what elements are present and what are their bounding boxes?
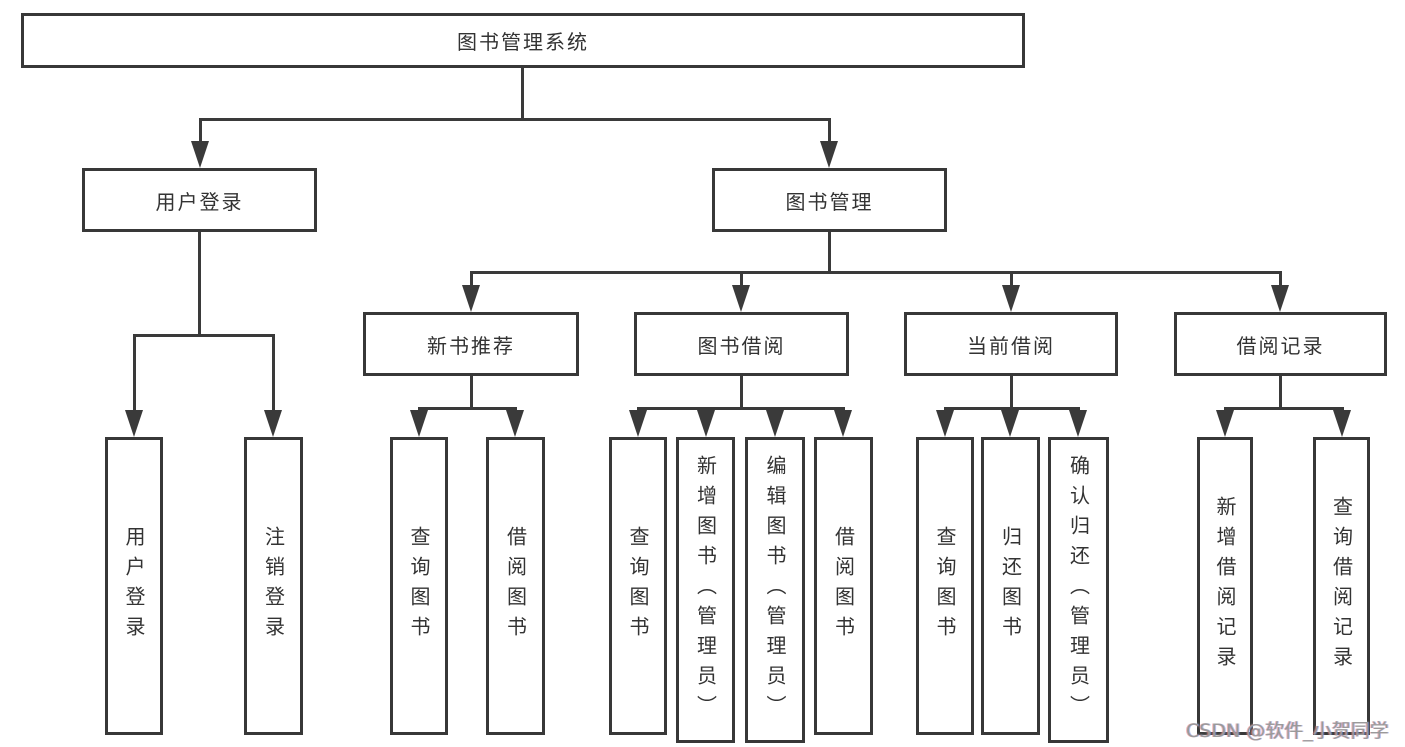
leaf-records-add-record: 新增借阅记录 [1197,437,1253,735]
leaf-current-confirm-return-admin-label: 确认归还（管理员） [1066,455,1091,725]
connector-book-management-stem [828,232,831,274]
node-new-book-recommend: 新书推荐 [363,312,579,376]
arrow-to-bb-query-books [629,410,647,437]
connector-book-borrowing-shaft [740,271,743,288]
leaf-current-return-books-label: 归还图书 [998,526,1023,646]
node-book-management: 图书管理 [712,168,947,232]
arrow-to-nb-query-books [410,410,428,437]
leaf-records-query-record: 查询借阅记录 [1313,437,1370,735]
connector-login-leaf-shaft [133,334,136,412]
leaf-records-add-record-label: 新增借阅记录 [1213,496,1237,676]
node-user-login-label: 用户登录 [155,189,244,214]
connector-borrowing-records-branch [1224,407,1343,410]
arrow-to-cb-confirm-return [1069,410,1087,437]
node-book-management-label: 图书管理 [785,189,874,214]
arrow-to-bb-edit-books [766,410,784,437]
leaf-recommend-query-books-label: 查询图书 [407,526,431,646]
arrow-to-logout-leaf [264,410,282,437]
leaf-recommend-borrow-books-label: 借阅图书 [503,526,528,646]
arrow-to-nb-borrow-books [506,410,524,437]
leaf-user-login: 用户登录 [105,437,163,735]
connector-borrowing-records-shaft [1279,271,1282,288]
connector-new-book-stem [470,376,473,410]
leaf-borrowing-edit-books-admin: 编辑图书（管理员） [745,437,805,743]
leaf-borrowing-query-books: 查询图书 [609,437,667,735]
arrow-to-current-borrowing [1002,285,1020,312]
leaf-recommend-borrow-books: 借阅图书 [486,437,545,735]
arrow-to-cb-return-books [1001,410,1019,437]
leaf-user-login-label: 用户登录 [122,526,146,646]
arrow-to-bb-borrow-books [834,410,852,437]
node-current-borrowing-label: 当前借阅 [967,333,1055,358]
csdn-watermark: CSDN @软件_小贺同学 [1186,720,1389,742]
node-book-borrowing-label: 图书借阅 [697,333,786,358]
arrow-to-book-management [820,141,838,168]
arrow-to-cb-query-books [936,410,954,437]
connector-user-login-stem [198,232,201,337]
node-borrowing-records: 借阅记录 [1174,312,1387,376]
connector-level3-branch [470,271,1282,274]
leaf-current-query-books-label: 查询图书 [933,526,957,646]
connector-user-login-shaft [199,118,202,144]
connector-current-borrowing-stem [1010,376,1013,410]
node-book-borrowing: 图书借阅 [634,312,849,376]
leaf-current-confirm-return-admin: 确认归还（管理员） [1048,437,1109,743]
connector-root-branch [199,118,831,121]
node-current-borrowing: 当前借阅 [904,312,1118,376]
arrow-to-login-leaf [125,410,143,437]
connector-root-stem [521,68,524,120]
leaf-borrowing-add-books-admin-label: 新增图书（管理员） [693,455,718,725]
leaf-borrowing-add-books-admin: 新增图书（管理员） [676,437,735,743]
leaf-logout-label: 注销登录 [261,526,286,646]
leaf-borrowing-borrow-books: 借阅图书 [814,437,873,735]
connector-user-login-branch [133,334,275,337]
connector-borrowing-records-stem [1279,376,1282,410]
node-borrowing-records-label: 借阅记录 [1236,333,1325,358]
leaf-current-return-books: 归还图书 [981,437,1040,735]
arrow-to-user-login [191,141,209,168]
connector-current-borrowing-branch [944,407,1080,410]
arrow-to-br-add-record [1216,410,1234,437]
connector-book-management-shaft [828,118,831,144]
node-new-book-recommend-label: 新书推荐 [427,333,515,358]
node-library-management-system-label: 图书管理系统 [457,30,589,54]
node-user-login: 用户登录 [82,168,317,232]
arrow-to-new-book-recommend [462,285,480,312]
arrow-to-book-borrowing [732,285,750,312]
leaf-logout: 注销登录 [244,437,303,735]
connector-book-borrowing-stem [740,376,743,410]
connector-new-book-shaft [470,271,473,288]
connector-logout-leaf-shaft [272,334,275,412]
connector-current-borrowing-shaft [1010,271,1013,288]
arrow-to-bb-add-books [697,410,715,437]
connector-new-book-branch [418,407,517,410]
leaf-records-query-record-label: 查询借阅记录 [1329,496,1354,676]
leaf-current-query-books: 查询图书 [916,437,974,735]
leaf-borrowing-edit-books-admin-label: 编辑图书（管理员） [763,455,787,725]
leaf-borrowing-borrow-books-label: 借阅图书 [831,526,856,646]
leaf-borrowing-query-books-label: 查询图书 [626,526,650,646]
leaf-recommend-query-books: 查询图书 [390,437,448,735]
arrow-to-borrowing-records [1271,285,1289,312]
arrow-to-br-query-record [1333,410,1351,437]
node-library-management-system: 图书管理系统 [21,13,1025,68]
connector-book-borrowing-branch [637,407,845,410]
